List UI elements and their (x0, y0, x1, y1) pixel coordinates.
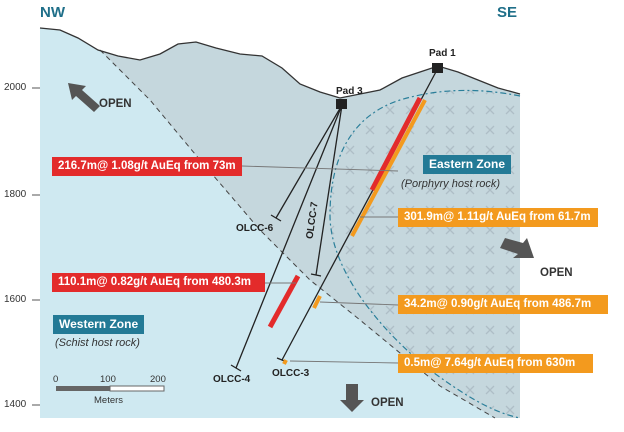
elevation-label-1400: 1400 (4, 399, 27, 410)
fault-line (99, 49, 496, 419)
intercept-label-3: 110.1m@ 0.82g/t AuEq from 480.3m (52, 273, 265, 292)
intercept-label-1: 216.7m@ 1.08g/t AuEq from 73m (52, 157, 242, 176)
pad3-label: Pad 3 (336, 86, 363, 97)
intercept-label-4: 34.2m@ 0.90g/t AuEq from 486.7m (398, 295, 608, 314)
open-label-top-left: OPEN (99, 98, 132, 110)
scale-tick-0: 0 (53, 374, 59, 385)
drill-hole-olcc7 (315, 104, 343, 276)
hole-label-olcc4: OLCC-4 (213, 374, 251, 385)
pad1-marker (432, 63, 443, 73)
eastern-zone-label: Eastern Zone (423, 155, 512, 174)
hole-end-olcc6 (270, 214, 282, 222)
interval-orange-upper (350, 99, 427, 237)
pad1-label: Pad 1 (429, 48, 456, 59)
direction-nw: NW (40, 4, 65, 21)
drill-hole-olcc6 (275, 104, 343, 219)
hole-end-olcc7 (310, 273, 322, 277)
open-label-bottom: OPEN (371, 397, 404, 409)
elevation-label-1600: 1600 (4, 294, 27, 305)
elevation-label-1800: 1800 (4, 189, 27, 200)
intervals (267, 96, 427, 365)
scale-unit: Meters (94, 395, 124, 406)
elevation-ticks (32, 87, 40, 406)
interval-red-upper (369, 96, 423, 192)
interval-red-lower (267, 274, 301, 329)
open-arrow-bottom (340, 384, 364, 412)
porphyry-contact (329, 89, 521, 419)
scale-tick-200: 200 (150, 374, 166, 385)
interval-orange-lower (312, 295, 322, 309)
intercept-label-5: 0.5m@ 7.64g/t AuEq from 630m (398, 354, 593, 373)
hole-end-olcc4 (230, 364, 242, 372)
interval-orange-bottom (282, 359, 288, 365)
intercept-label-2: 301.9m@ 1.11g/t AuEq from 61.7m (398, 208, 598, 227)
drill-holes (230, 67, 439, 372)
elevation-label-2000: 2000 (4, 82, 27, 93)
hole-label-olcc6: OLCC-6 (236, 223, 274, 234)
direction-se: SE (497, 4, 518, 21)
hole-label-olcc3: OLCC-3 (272, 368, 310, 379)
scale-tick-100: 100 (100, 374, 116, 385)
scale-bar (56, 385, 165, 392)
western-zone-label: Western Zone (53, 315, 145, 334)
eastern-zone-rock: (Porphyry host rock) (401, 178, 501, 190)
drill-hole-olcc4 (235, 104, 343, 369)
pad3-marker (336, 99, 347, 109)
leader-lines (241, 165, 399, 364)
open-arrow-top-left (68, 83, 100, 112)
open-label-right: OPEN (540, 267, 573, 279)
open-arrow-right (500, 238, 534, 258)
western-zone-rock: (Schist host rock) (55, 337, 140, 349)
